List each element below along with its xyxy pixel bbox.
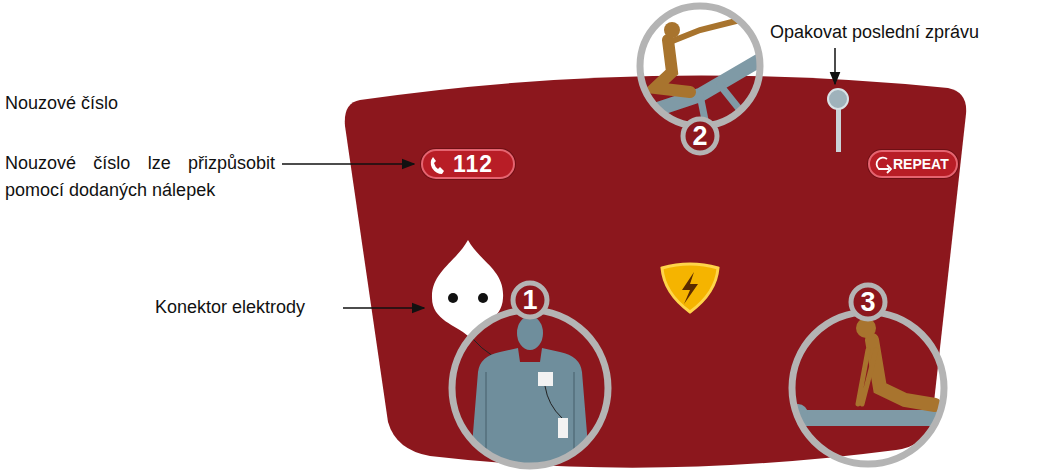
step-number: 3 — [848, 286, 888, 318]
step-circle: 2 — [616, 0, 784, 150]
device-panel — [345, 76, 966, 468]
connector-pin — [478, 293, 488, 303]
callout-label: Opakovat poslední zprávu — [770, 19, 1055, 46]
step-circle: 3 — [768, 288, 968, 473]
shock-button — [662, 264, 718, 312]
leader-arrow — [282, 163, 414, 165]
leader-arrow — [834, 48, 836, 84]
repeat-knob — [828, 89, 848, 109]
step-circle: 1 — [428, 286, 632, 473]
callout-label: Nouzové číslo — [5, 90, 275, 117]
repeat-icon — [870, 152, 893, 176]
emergency-number-button: 112 — [421, 149, 515, 179]
phone-icon — [423, 151, 453, 177]
callout-label: Konektor elektrody — [155, 294, 345, 321]
callout-note: Nouzové číslo lze přizpůsobit pomocí dod… — [5, 150, 275, 204]
step-number: 1 — [510, 284, 550, 316]
electrode-placement-figure — [470, 316, 590, 470]
button-text: 112 — [453, 151, 493, 178]
connector-pin — [448, 293, 458, 303]
leader-arrow — [343, 307, 424, 309]
lightning-symbol — [682, 272, 698, 304]
button-text: REPEAT — [893, 156, 949, 172]
repeat-button: REPEAT — [868, 150, 958, 178]
step-number: 2 — [680, 120, 720, 152]
knob-stem — [836, 106, 841, 152]
